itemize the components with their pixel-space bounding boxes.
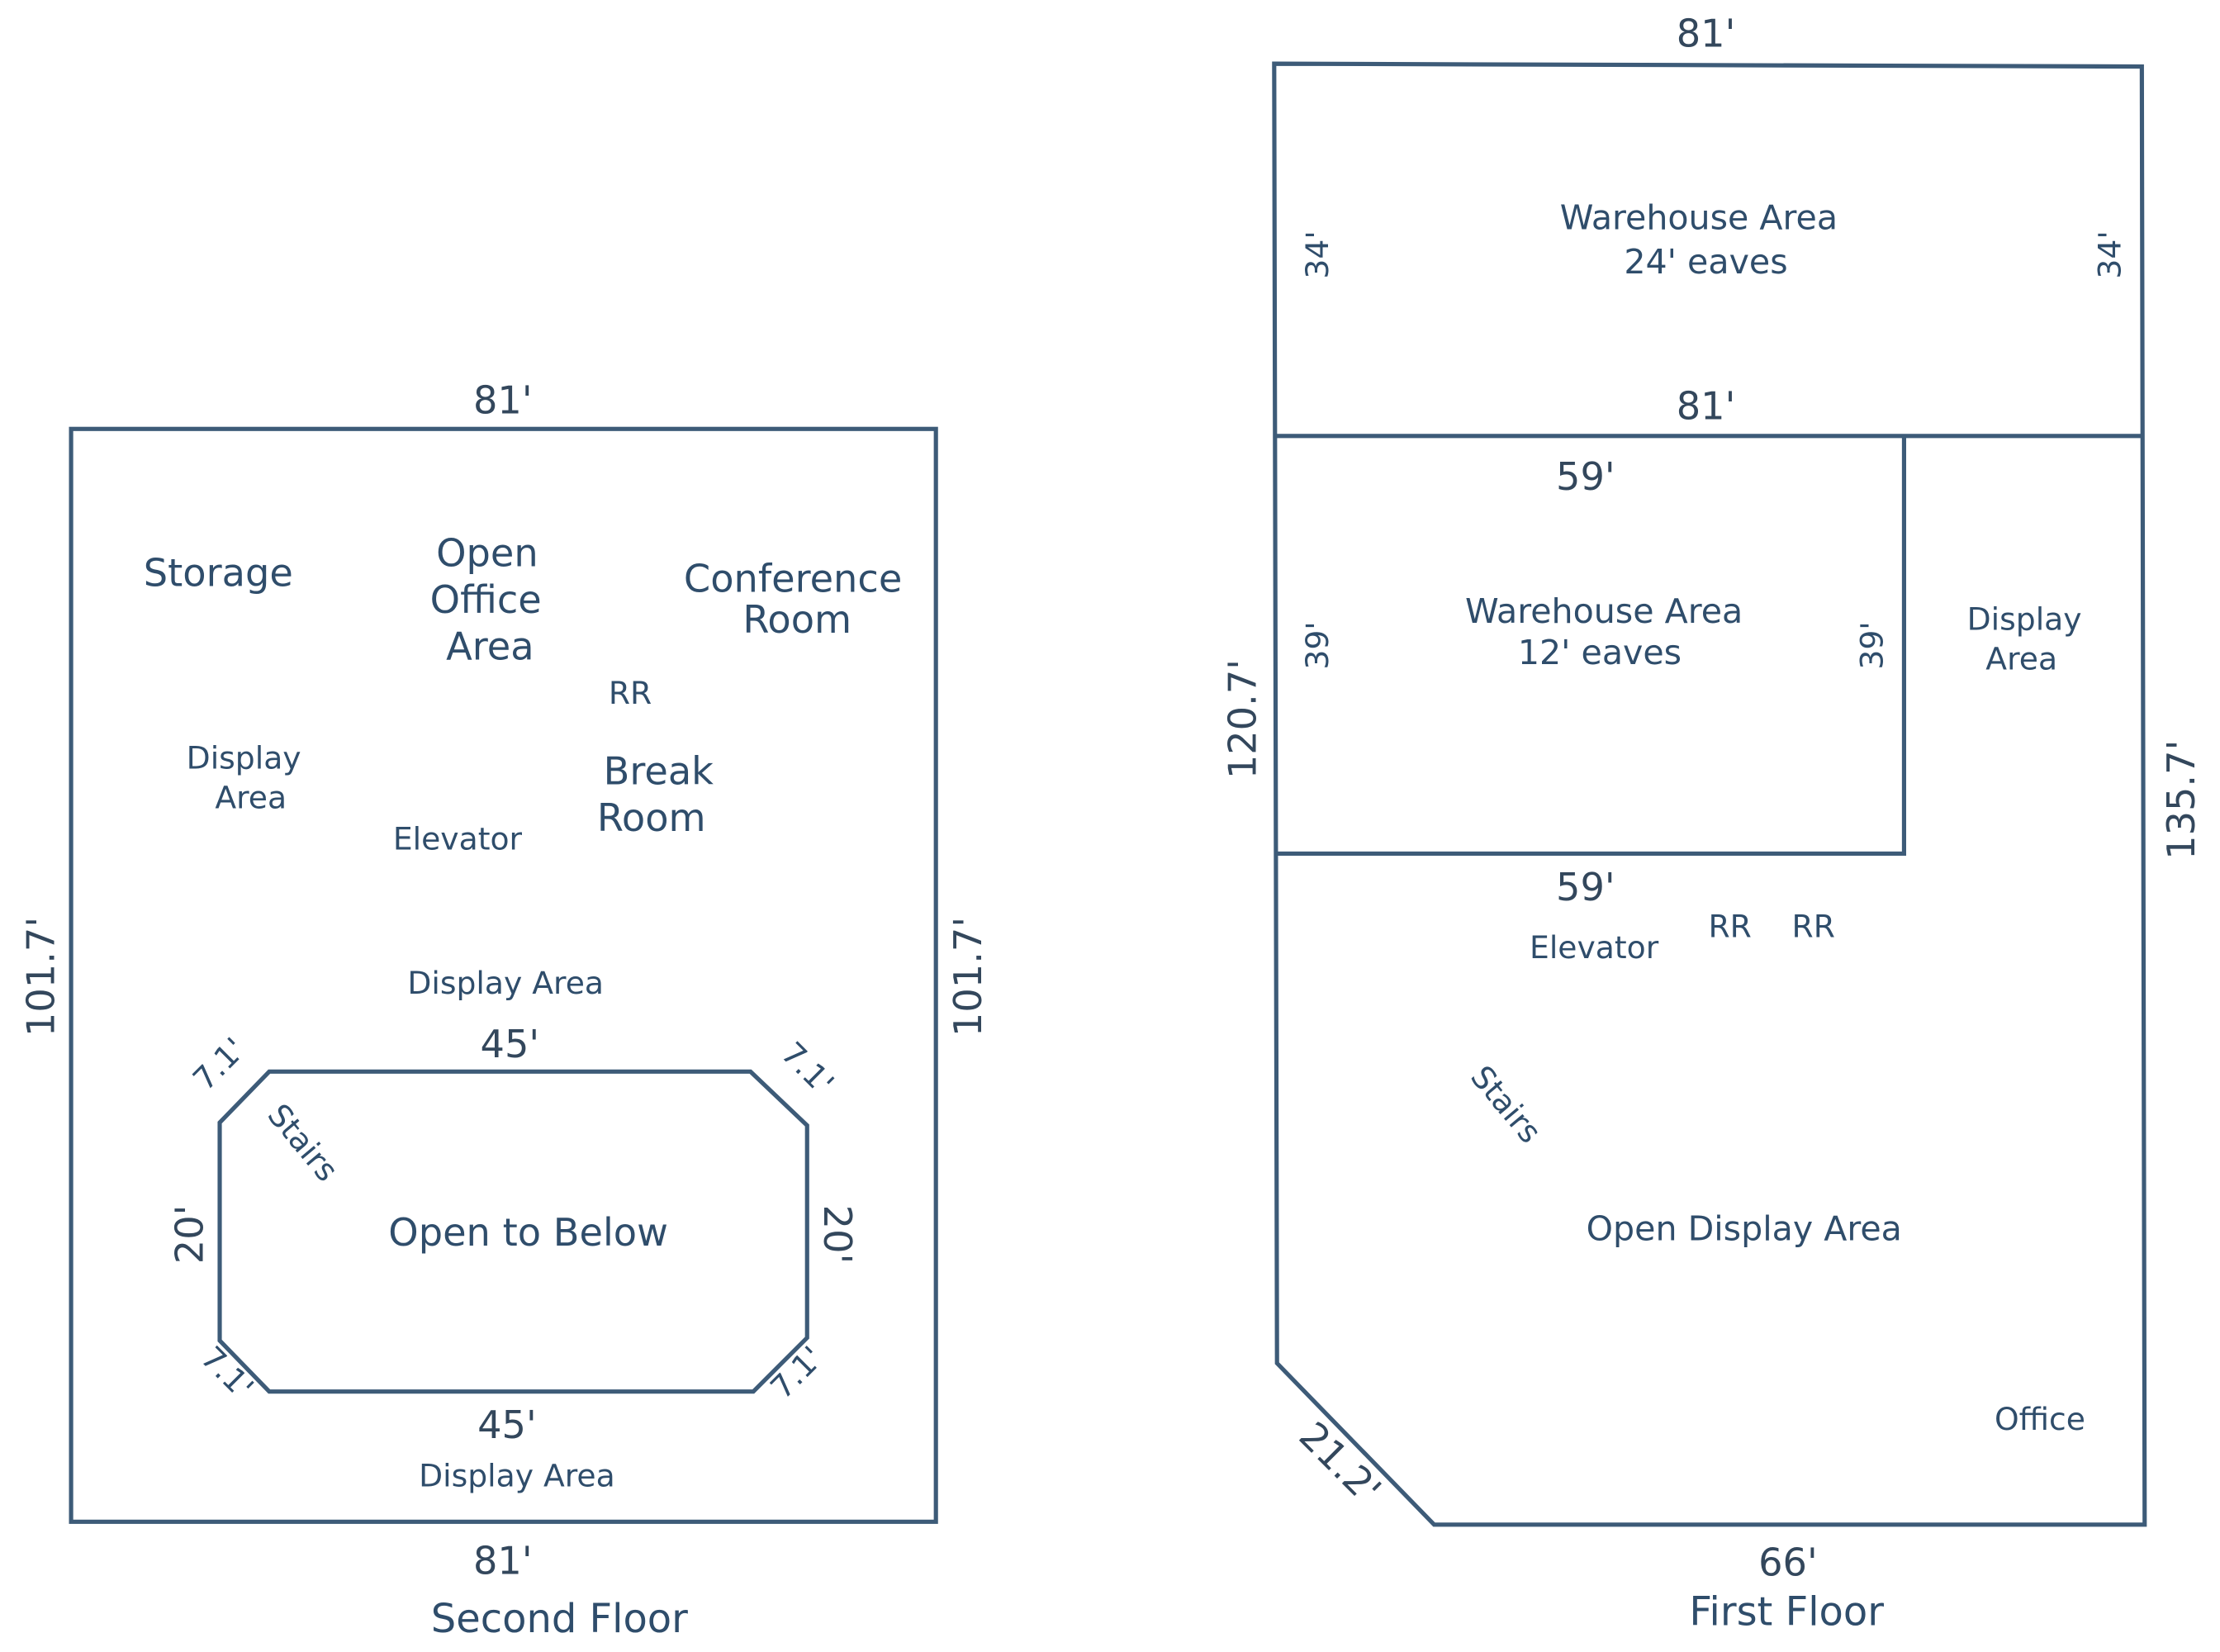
dim-inner-top: 59'	[1556, 454, 1615, 499]
dim-right: 101.7'	[946, 917, 990, 1037]
second-floor-caption: Second Floor	[431, 1596, 688, 1642]
room-break-line2: Room	[597, 795, 706, 840]
dim-chamfer-bl: 7.1'	[194, 1339, 261, 1406]
room-display-left: Display	[187, 740, 301, 776]
dim-warehouse-left: 34'	[1299, 230, 1335, 278]
room-warehouse-12: Warehouse Area	[1465, 591, 1743, 631]
room-open-office: Open	[436, 531, 538, 576]
room-display-left-line2: Area	[215, 780, 287, 816]
room-display-bottom: Display Area	[419, 1457, 615, 1493]
dim-opening-right: 20'	[815, 1205, 860, 1265]
room-restroom: RR	[609, 675, 652, 711]
inner-warehouse-outline	[1277, 435, 1907, 856]
room-open-office-line3: Area	[446, 624, 534, 669]
dim-right: 135.7'	[2159, 740, 2203, 860]
room-open-to-below: Open to Below	[388, 1210, 668, 1255]
room-display-mid: Display Area	[407, 965, 604, 1001]
room-storage: Storage	[144, 551, 293, 596]
room-break: Break	[604, 748, 714, 793]
room-conference-line2: Room	[742, 597, 851, 642]
dim-opening-left: 20'	[167, 1205, 211, 1265]
open-to-below-outline	[217, 1069, 809, 1394]
second-floor-plan: 81' 81' 101.7' 101.7' 45' 45' 20' 20' 7.…	[19, 377, 991, 1642]
room-office: Office	[1995, 1401, 2085, 1437]
dim-left: 120.7'	[1221, 659, 1265, 779]
dim-opening-bottom: 45'	[477, 1403, 537, 1447]
room-display: Display	[1967, 601, 2082, 638]
room-display-line2: Area	[1985, 641, 2057, 677]
room-stairs: Stairs	[260, 1097, 345, 1189]
dim-opening-top: 45'	[481, 1022, 540, 1066]
second-floor-outline	[69, 426, 938, 1524]
dim-top: 81'	[1677, 12, 1736, 56]
dim-chamfer-tl: 7.1'	[186, 1031, 253, 1098]
room-stairs: Stairs	[1463, 1059, 1549, 1151]
dim-divider: 81'	[1677, 383, 1736, 428]
room-conference: Conference	[684, 556, 902, 601]
dim-inner-left: 39'	[1299, 621, 1335, 669]
dim-inner-bottom: 59'	[1556, 865, 1615, 909]
dim-inner-right: 39'	[1854, 621, 1890, 669]
dim-bottom: 81'	[473, 1539, 533, 1583]
dim-top: 81'	[473, 377, 533, 422]
room-open-office-line2: Office	[430, 577, 542, 622]
room-restroom-1: RR	[1708, 909, 1751, 945]
first-floor-caption: First Floor	[1689, 1588, 1884, 1635]
dim-warehouse-right: 34'	[2092, 230, 2128, 278]
room-warehouse-12-eaves: 12' eaves	[1518, 633, 1682, 672]
dim-bottom: 66'	[1758, 1540, 1818, 1584]
room-warehouse-24: Warehouse Area	[1560, 198, 1838, 238]
room-warehouse-24-eaves: 24' eaves	[1624, 242, 1787, 282]
dim-left: 101.7'	[19, 917, 64, 1037]
first-floor-plan: 81' 34' 34' 81' 59' 59' 39' 39' 120.7' 1…	[1221, 12, 2203, 1635]
room-elevator: Elevator	[1530, 929, 1659, 966]
room-elevator: Elevator	[393, 820, 523, 857]
room-restroom-2: RR	[1792, 909, 1835, 945]
dim-chamfer-br: 7.1'	[763, 1339, 830, 1406]
room-open-display: Open Display Area	[1587, 1208, 1902, 1248]
dim-chamfer-tr: 7.1'	[774, 1035, 841, 1102]
first-floor-outline	[1272, 61, 2147, 1527]
